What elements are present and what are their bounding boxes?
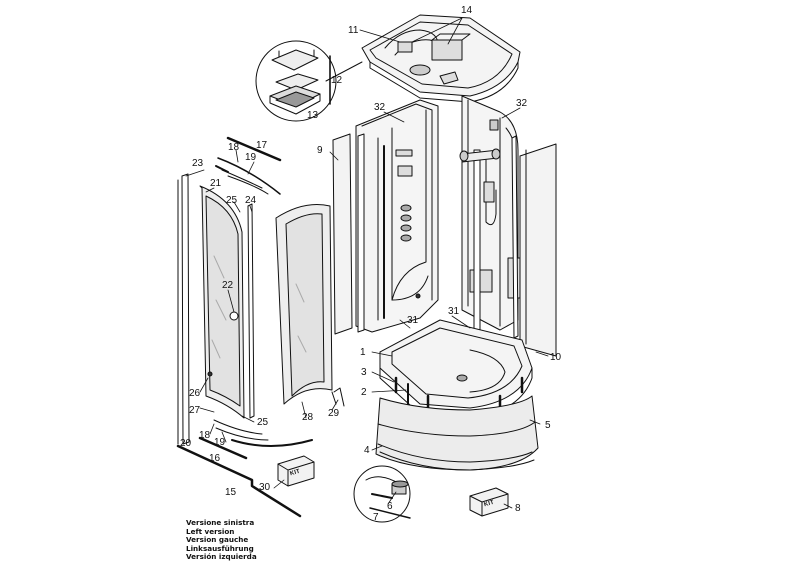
callout-18-top: 18 (228, 142, 240, 153)
bottom-rails (213, 419, 313, 447)
top-rails (215, 157, 281, 195)
callout-18-bottom: 18 (199, 430, 211, 441)
callout-31-left: 31 (407, 315, 419, 326)
callout-11: 11 (348, 25, 359, 36)
callout-6: 6 (387, 501, 393, 512)
callout-13: 13 (307, 110, 319, 121)
callout-30: 30 (259, 482, 271, 493)
version-note-es: Versión izquierda (186, 552, 257, 562)
callout-27: 27 (189, 405, 201, 416)
left-door-21 (199, 185, 245, 419)
group-brackets (176, 136, 302, 518)
callout-25-bottom: 25 (257, 417, 269, 428)
callout-26: 26 (189, 388, 201, 399)
callout-4: 4 (364, 445, 370, 456)
callout-2: 2 (361, 387, 367, 398)
callout-12: 12 (331, 75, 343, 86)
leader-lines (185, 17, 549, 509)
callout-31-right: 31 (448, 306, 460, 317)
version-note-fr: Version gauche (186, 535, 249, 545)
callout-1: 1 (360, 347, 366, 358)
fixed-curved-panel-28 (275, 204, 333, 405)
callout-29: 29 (328, 408, 340, 419)
rear-panel-left (355, 99, 439, 333)
callout-21: 21 (210, 178, 222, 189)
drain-detail-inset (353, 465, 411, 523)
version-note: Versione sinistra Left version Version g… (186, 518, 257, 562)
lamp-detail-inset (255, 40, 363, 122)
door-frame-profile-23 (181, 173, 190, 445)
callout-5: 5 (545, 420, 551, 431)
panel-profiles (357, 133, 519, 339)
callout-19-bottom: 19 (214, 437, 226, 448)
callout-7: 7 (373, 512, 379, 523)
callout-16: 16 (209, 453, 221, 464)
kit-box-8 (469, 487, 509, 517)
door-profile-24 (247, 203, 255, 419)
version-note-en: Left version (186, 526, 235, 536)
callout-19-top: 19 (245, 152, 257, 163)
callout-32-right: 32 (516, 98, 528, 109)
kit-box-30 (277, 455, 315, 487)
callout-22: 22 (222, 280, 234, 291)
callout-15: 15 (225, 487, 237, 498)
roof-part (361, 14, 521, 103)
side-panel-9 (332, 133, 353, 335)
callout-17: 17 (256, 140, 268, 151)
front-apron (375, 395, 539, 471)
callout-9: 9 (317, 145, 323, 156)
callout-8: 8 (515, 503, 521, 514)
apron-strip (377, 443, 535, 471)
callout-25-top: 25 (226, 195, 238, 206)
version-note-de: Linksausführung (186, 543, 254, 553)
version-note-it: Versione sinistra (186, 518, 255, 527)
callout-28: 28 (302, 412, 314, 423)
side-panel-10 (519, 143, 557, 357)
callout-24: 24 (245, 195, 257, 206)
callout-3: 3 (361, 367, 367, 378)
hinge-part-29 (331, 387, 345, 407)
callout-20: 20 (180, 438, 192, 449)
callout-32-left: 32 (374, 102, 386, 113)
callout-10: 10 (550, 352, 562, 363)
callout-23: 23 (192, 158, 204, 169)
callout-14: 14 (461, 5, 473, 16)
rear-panel-right (461, 95, 521, 331)
